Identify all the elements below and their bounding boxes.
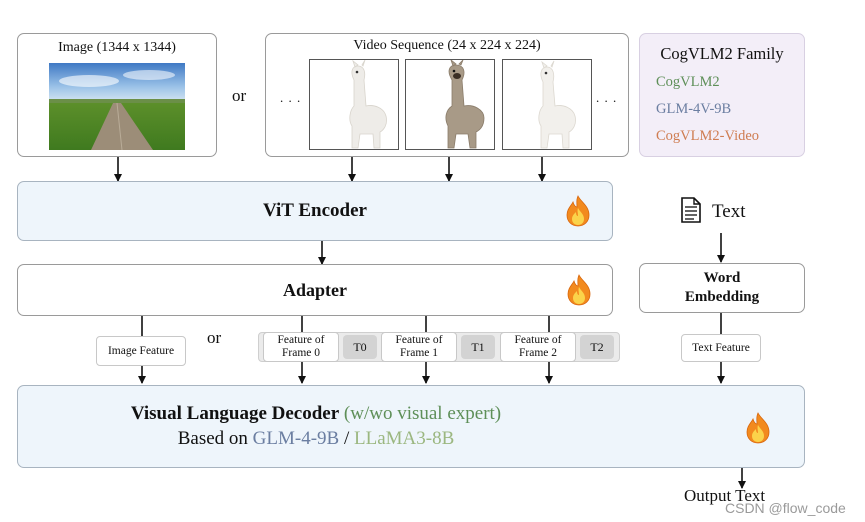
watermark: CSDN @flow_code — [725, 500, 846, 516]
frame-2-time-token: T2 — [580, 335, 614, 359]
image-feature-box: Image Feature — [96, 336, 186, 366]
image-input-box: Image (1344 x 1344) — [17, 33, 217, 157]
vit-encoder-label: ViT Encoder — [263, 200, 367, 221]
video-frame-1 — [309, 59, 399, 150]
ellipsis-left: . . . — [280, 90, 302, 105]
or-label-top: or — [232, 86, 247, 105]
word-embedding-block: Word Embedding — [639, 263, 805, 313]
text-input-label: Text — [712, 201, 746, 222]
decoder-visual-expert: (w/wo visual expert) — [343, 403, 502, 424]
family-item-cogvlm2: CogVLM2 — [656, 74, 720, 90]
document-icon — [681, 197, 701, 223]
frame-0-time-token: T0 — [343, 335, 377, 359]
decoder-title-line: Visual Language Decoder (w/wo visual exp… — [18, 403, 614, 425]
landscape-image — [49, 63, 185, 150]
flame-icon — [746, 412, 770, 444]
frame-2-feature-line1: Feature of — [514, 334, 562, 346]
family-item-glm-4v-9b: GLM-4V-9B — [656, 101, 732, 117]
alpaca-brown-image — [445, 60, 485, 149]
family-title: CogVLM2 Family — [660, 44, 784, 63]
adapter-label: Adapter — [283, 279, 347, 300]
adapter-block: Adapter — [17, 264, 613, 316]
alpaca-white-image — [349, 60, 387, 149]
frame-0-feature-line2: Frame 0 — [281, 347, 320, 359]
ellipsis-right: . . . — [596, 90, 618, 105]
frame-2-feature-line2: Frame 2 — [518, 347, 557, 359]
model-family-legend: CogVLM2 Family CogVLM2 GLM-4V-9B CogVLM2… — [639, 33, 805, 157]
visual-language-decoder-block: Visual Language Decoder (w/wo visual exp… — [17, 385, 805, 468]
output-text-label: Output Text — [684, 486, 766, 505]
flame-icon — [567, 274, 591, 306]
decoder-model-glm: GLM-4-9B — [252, 428, 340, 449]
family-item-cogvlm2-video: CogVLM2-Video — [656, 128, 760, 144]
decoder-separator: / — [343, 428, 350, 449]
video-frame-2 — [405, 59, 495, 150]
frame-1-feature-line1: Feature of — [395, 334, 443, 346]
frame-1-feature-line2: Frame 1 — [399, 347, 438, 359]
or-label-features: or — [207, 328, 222, 347]
frame-1-time-token: T1 — [461, 335, 495, 359]
video-input-title: Video Sequence (24 x 224 x 224) — [353, 38, 541, 53]
alpaca-white-image-2 — [538, 60, 576, 149]
flame-icon — [566, 195, 590, 227]
decoder-title: Visual Language Decoder — [130, 403, 340, 424]
video-frame-3 — [502, 59, 592, 150]
decoder-model-llama: LLaMA3-8B — [354, 428, 455, 449]
frame-0-feature-line1: Feature of — [277, 334, 325, 346]
text-feature-box: Text Feature — [681, 334, 761, 362]
word-embedding-line1: Word — [703, 270, 741, 286]
word-embedding-line2: Embedding — [684, 289, 760, 305]
decoder-based-on-line: Based on GLM-4-9B / LLaMA3-8B — [18, 428, 614, 450]
image-input-title: Image (1344 x 1344) — [58, 40, 176, 55]
vit-encoder-block: ViT Encoder — [17, 181, 613, 241]
decoder-based-on: Based on — [177, 428, 248, 449]
video-input-box: Video Sequence (24 x 224 x 224) . . . . … — [265, 33, 629, 157]
